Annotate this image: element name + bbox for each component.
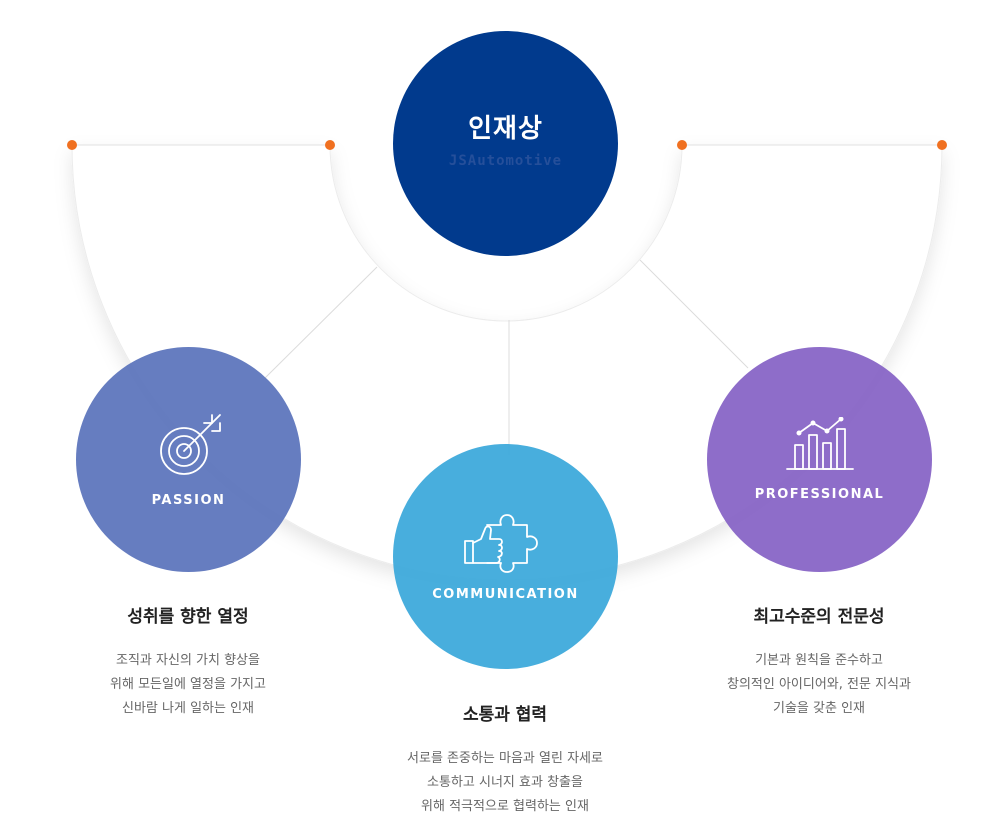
passion-label: PASSION: [151, 493, 226, 508]
passion-description: 조직과 자신의 가치 향상을 위해 모든일에 열정을 가지고 신바람 나게 일하…: [38, 649, 338, 721]
talent-center-circle: 인재상 JSAutomotive: [393, 31, 618, 256]
description-line: 서로를 존중하는 마음과 열린 자세로: [407, 751, 603, 766]
description-line: 소통하고 시너지 효과 창출을: [427, 775, 583, 790]
description-line: 기술을 갖춘 인재: [773, 701, 865, 716]
connector-passion: [264, 266, 378, 379]
professional-description: 기본과 원칙을 준수하고 창의적인 아이디어와, 전문 지식과 기술을 갖춘 인…: [669, 649, 969, 721]
connector-professional: [639, 259, 749, 369]
accent-dot: [67, 140, 77, 150]
center-title: 인재상: [468, 114, 543, 144]
professional-title: 최고수준의 전문성: [753, 607, 885, 627]
communication-circle: COMMUNICATION: [393, 444, 618, 669]
communication-label: COMMUNICATION: [432, 587, 579, 602]
professional-circle: PROFESSIONAL: [707, 347, 932, 572]
description-line: 위해 적극적으로 협력하는 인재: [421, 799, 589, 814]
description-line: 기본과 원칙을 준수하고: [755, 653, 883, 668]
passion-title: 성취를 향한 열정: [127, 607, 249, 627]
passion-block: 성취를 향한 열정 조직과 자신의 가치 향상을 위해 모든일에 열정을 가지고…: [38, 602, 338, 721]
accent-dot: [677, 140, 687, 150]
communication-title: 소통과 협력: [462, 705, 548, 725]
center-subtitle: JSAutomotive: [448, 153, 563, 169]
description-line: 창의적인 아이디어와, 전문 지식과: [727, 677, 911, 692]
professional-label: PROFESSIONAL: [754, 487, 885, 502]
communication-description: 서로를 존중하는 마음과 열린 자세로 소통하고 시너지 효과 창출을 위해 적…: [355, 747, 655, 819]
professional-block: 최고수준의 전문성 기본과 원칙을 준수하고 창의적인 아이디어와, 전문 지식…: [669, 602, 969, 721]
passion-circle: PASSION: [76, 347, 301, 572]
bar-chart-icon: [785, 417, 855, 475]
accent-dot: [325, 140, 335, 150]
accent-dot: [937, 140, 947, 150]
description-line: 신바람 나게 일하는 인재: [122, 701, 254, 716]
communication-block: 소통과 협력 서로를 존중하는 마음과 열린 자세로 소통하고 시너지 효과 창…: [355, 700, 655, 819]
puzzle-thumbs-up-icon: [461, 511, 551, 575]
description-line: 조직과 자신의 가치 향상을: [116, 653, 260, 668]
description-line: 위해 모든일에 열정을 가지고: [110, 677, 266, 692]
target-arrow-icon: [154, 411, 224, 481]
